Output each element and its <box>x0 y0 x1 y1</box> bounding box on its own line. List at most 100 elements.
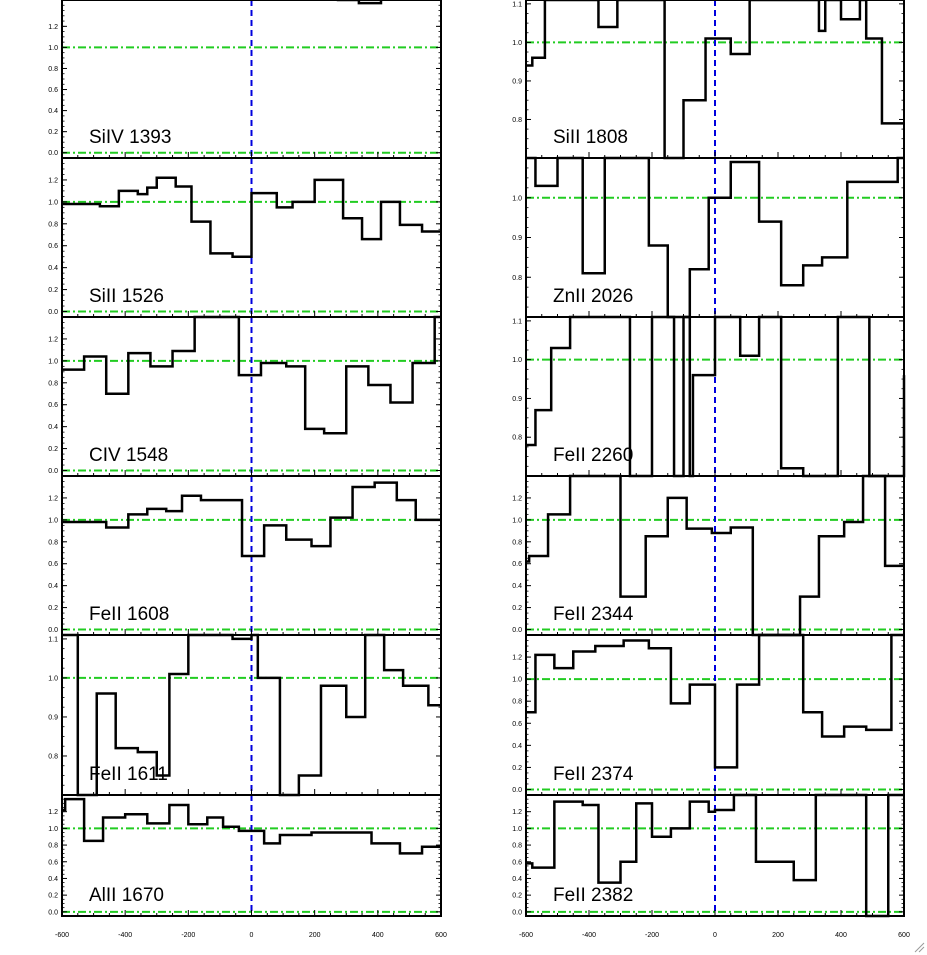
y-tick-label: 0.8 <box>512 699 522 706</box>
y-tick-label: 0.0 <box>48 627 58 634</box>
y-tick-label: 0.0 <box>48 909 58 916</box>
y-tick-label: 0.0 <box>512 627 522 634</box>
y-tick-label: 1.2 <box>48 24 58 31</box>
y-tick-label: 0.2 <box>48 287 58 294</box>
y-tick-label: 0.2 <box>512 893 522 900</box>
x-tick-label: 0 <box>713 932 717 939</box>
y-tick-label: 1.2 <box>512 809 522 816</box>
y-tick-label: 0.4 <box>512 876 522 883</box>
panel-label: FeII 2382 <box>553 885 633 906</box>
panel-label: SiII 1526 <box>89 286 164 307</box>
y-tick-label: 0.0 <box>48 309 58 316</box>
y-tick-label: 1.0 <box>48 358 58 365</box>
y-tick-label: 1.2 <box>512 655 522 662</box>
x-tick-label: 400 <box>835 932 847 939</box>
x-tick-label: 0 <box>250 932 254 939</box>
y-tick-label: 0.2 <box>48 446 58 453</box>
flux-histogram <box>62 315 441 435</box>
x-tick-label: -200 <box>181 932 195 939</box>
y-tick-label: 0.8 <box>512 117 522 124</box>
y-tick-label: 0.4 <box>512 583 522 590</box>
y-tick-label: 0.4 <box>48 424 58 431</box>
y-tick-label: 0.8 <box>512 539 522 546</box>
y-tick-label: 0.8 <box>48 753 58 760</box>
flux-histogram <box>526 633 904 769</box>
y-tick-label: 0.0 <box>48 468 58 475</box>
y-tick-label: 0.0 <box>48 150 58 157</box>
y-tick-label: 1.1 <box>512 1 522 8</box>
y-tick-label: 1.0 <box>48 45 58 52</box>
flux-histogram <box>526 474 904 637</box>
y-tick-label: 0.8 <box>48 843 58 850</box>
panel-label: SiIV 1393 <box>89 127 171 148</box>
y-tick-label: 1.2 <box>48 495 58 502</box>
flux-histogram <box>526 156 904 319</box>
y-tick-label: 1.1 <box>512 318 522 325</box>
y-tick-label: 1.0 <box>512 517 522 524</box>
panel-label: FeII 2260 <box>553 445 633 466</box>
y-tick-label: 0.2 <box>48 605 58 612</box>
y-tick-label: 1.2 <box>48 809 58 816</box>
y-tick-label: 0.6 <box>512 561 522 568</box>
y-tick-label: 1.0 <box>512 195 522 202</box>
panel-label: CIV 1548 <box>89 445 168 466</box>
y-tick-label: 0.0 <box>512 909 522 916</box>
y-tick-label: 0.2 <box>48 893 58 900</box>
x-tick-label: 400 <box>372 932 384 939</box>
y-tick-label: 0.9 <box>48 714 58 721</box>
x-tick-label: 600 <box>435 932 447 939</box>
y-tick-label: 0.6 <box>48 859 58 866</box>
y-tick-label: 1.2 <box>48 336 58 343</box>
y-tick-label: 0.8 <box>48 221 58 228</box>
y-tick-label: 0.4 <box>48 265 58 272</box>
y-tick-label: 1.0 <box>48 675 58 682</box>
y-tick-label: 0.6 <box>512 721 522 728</box>
y-tick-label: 1.0 <box>512 357 522 364</box>
y-tick-label: 0.8 <box>48 66 58 73</box>
y-tick-label: 0.2 <box>512 605 522 612</box>
y-tick-label: 1.0 <box>48 517 58 524</box>
y-tick-label: 0.6 <box>48 402 58 409</box>
panel-label: FeII 2344 <box>553 604 634 625</box>
y-tick-label: 1.2 <box>48 177 58 184</box>
y-tick-label: 0.2 <box>48 129 58 136</box>
y-tick-label: 0.4 <box>48 108 58 115</box>
x-tick-label: 200 <box>772 932 784 939</box>
flux-histogram <box>526 0 904 160</box>
y-tick-label: 0.8 <box>48 380 58 387</box>
y-tick-label: 0.6 <box>48 87 58 94</box>
panel-label: ZnII 2026 <box>553 286 633 307</box>
panel-label: FeII 2374 <box>553 764 634 785</box>
y-tick-label: 0.9 <box>512 235 522 242</box>
y-tick-label: 0.0 <box>512 787 522 794</box>
y-tick-label: 0.8 <box>48 539 58 546</box>
x-tick-label: -400 <box>118 932 132 939</box>
y-tick-label: 0.6 <box>48 561 58 568</box>
y-tick-label: 1.1 <box>48 636 58 643</box>
y-tick-label: 0.6 <box>48 243 58 250</box>
x-tick-label: 200 <box>309 932 321 939</box>
flux-histogram <box>62 481 441 558</box>
y-tick-label: 1.0 <box>48 199 58 206</box>
y-tick-label: 1.0 <box>512 677 522 684</box>
y-tick-label: 0.9 <box>512 396 522 403</box>
panel-label: SiII 1808 <box>553 127 628 148</box>
y-tick-label: 0.8 <box>512 843 522 850</box>
y-tick-label: 0.2 <box>512 765 522 772</box>
y-tick-label: 0.6 <box>512 859 522 866</box>
panel-label: AlII 1670 <box>89 885 164 906</box>
y-tick-label: 0.8 <box>512 435 522 442</box>
